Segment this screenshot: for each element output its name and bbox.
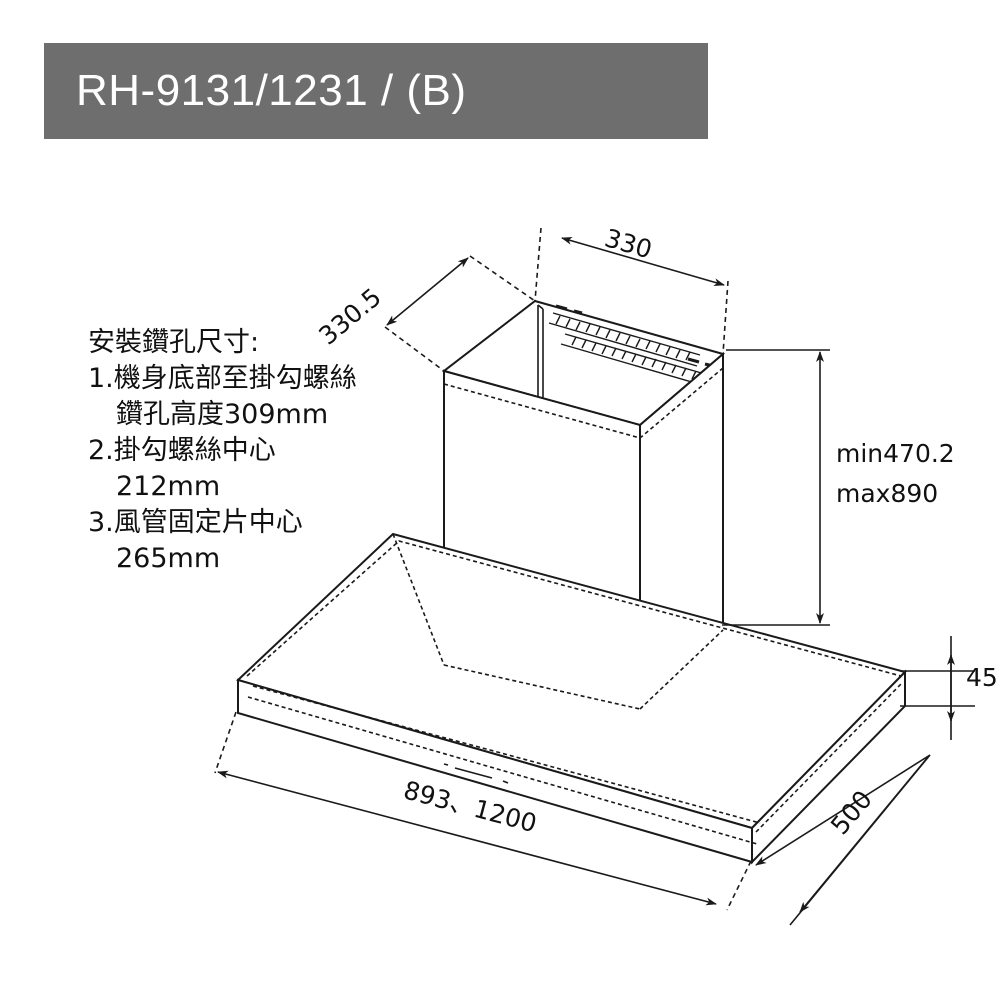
ext-line-330-5-b: [469, 255, 536, 302]
note-line-2b: 212mm: [116, 471, 221, 502]
dim-label-330: 330: [601, 223, 655, 264]
ext-line-330-b: [722, 280, 729, 355]
dim-arrow-500: [799, 756, 929, 913]
dim-label-45: 45: [966, 663, 998, 692]
note-line-2: 2.掛勾螺絲中心: [88, 435, 276, 466]
dimension-height-range: min470.2 max890: [722, 349, 955, 626]
slab-back-edge-3: [639, 629, 724, 710]
notes-heading: 安裝鑽孔尺寸:: [88, 327, 260, 358]
slab-back-edge: [392, 533, 445, 666]
slab-back-edge-2: [443, 664, 641, 710]
dim-label-330-5: 330.5: [313, 282, 386, 350]
page-title: RH-9131/1231 / (B): [76, 66, 467, 115]
ext-line-330-a: [534, 227, 542, 302]
dim-line-330-5: [386, 257, 469, 326]
note-line-1: 1.機身底部至掛勾螺絲: [88, 363, 357, 394]
dim-label-height-min: min470.2: [836, 439, 955, 468]
dim-line-330: [561, 236, 725, 287]
note-line-3b: 265mm: [116, 543, 221, 574]
installation-notes: 安裝鑽孔尺寸: 1.機身底部至掛勾螺絲 鑽孔高度309mm 2.掛勾螺絲中心 2…: [88, 325, 418, 577]
title-banner: RH-9131/1231 / (B): [44, 43, 708, 139]
ext-line-base-a: [214, 711, 237, 774]
chimney-vent-slots: [548, 304, 714, 386]
ext-line-base-b: [726, 860, 752, 911]
note-line-3: 3.風管固定片中心: [88, 507, 303, 538]
dim-line-500: [755, 754, 931, 866]
dim-label-height-max: max890: [836, 479, 938, 508]
hood-base-slab: [236, 532, 907, 865]
dimension-thickness-45: 45: [900, 636, 998, 740]
ext-line-330-5-a: [384, 326, 445, 372]
dim-line-base-width: [217, 770, 717, 906]
slab-bevel-line-1: [246, 540, 902, 677]
note-line-1b: 鑽孔高度309mm: [116, 399, 329, 430]
